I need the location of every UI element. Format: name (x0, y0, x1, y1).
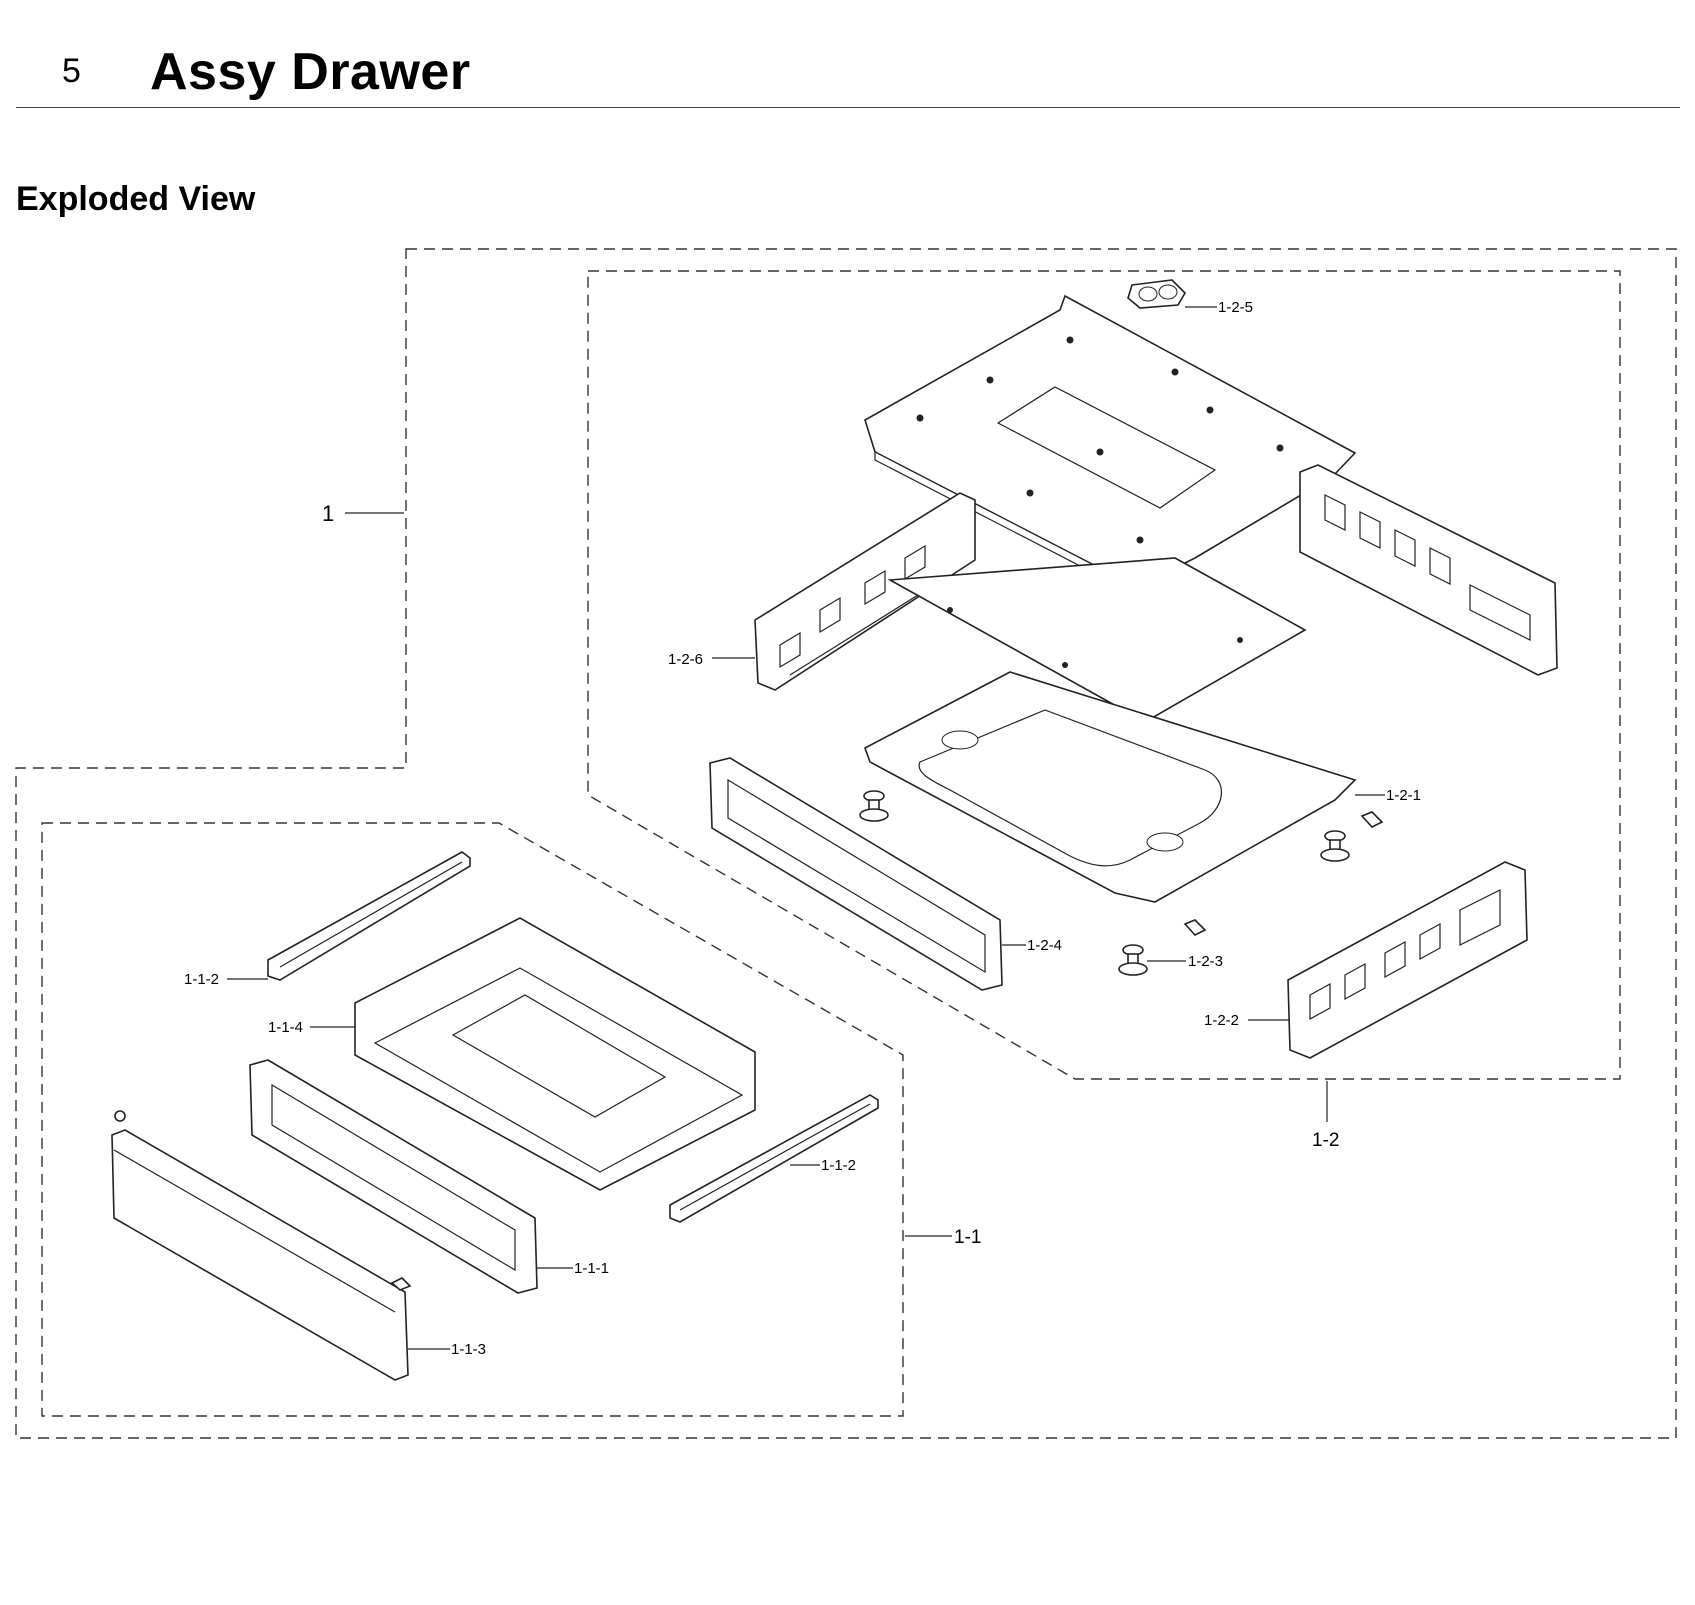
callout-1-2: 1-2 (1312, 1130, 1339, 1151)
section-title: Assy Drawer (150, 43, 471, 101)
part-right-side-panel (1299, 464, 1558, 676)
part-1-2-1-bottom-plate (864, 671, 1357, 903)
assembly-1-boundary (15, 248, 1677, 1439)
callout-1: 1 (322, 501, 334, 526)
part-screw-left (859, 790, 889, 822)
callout-1-2-4: 1-2-4 (1027, 937, 1062, 954)
callout-1-2-3: 1-2-3 (1188, 953, 1223, 970)
part-1-1-1-inner-front-frame (249, 1059, 538, 1294)
callout-1-1-3: 1-1-3 (451, 1341, 486, 1358)
part-1-2-3-screw (1118, 944, 1148, 976)
section-number: 5 (62, 52, 81, 90)
part-clip-right (1360, 811, 1384, 828)
part-screw-right (1320, 830, 1350, 862)
callout-1-1-2-upper: 1-1-2 (184, 971, 219, 988)
part-middle-plate (887, 557, 1307, 723)
exploded-view-heading: Exploded View (16, 180, 256, 218)
part-1-2-5-gasket (1127, 279, 1187, 309)
callout-1-2-1: 1-2-1 (1386, 787, 1421, 804)
callout-1-1: 1-1 (954, 1227, 981, 1248)
assembly-1-2-boundary (587, 270, 1621, 1080)
assembly-1-1-boundary (41, 822, 904, 1417)
part-1-1-3-drawer-front-panel (111, 1110, 412, 1381)
callout-1-2-2: 1-2-2 (1204, 1012, 1239, 1029)
callout-1-2-6: 1-2-6 (668, 651, 703, 668)
part-top-plate (864, 294, 1357, 589)
part-clip-center (1183, 919, 1207, 936)
part-1-1-2-slide-rail-upper (267, 851, 471, 981)
callout-1-1-4: 1-1-4 (268, 1019, 303, 1036)
callout-1-2-5: 1-2-5 (1218, 299, 1253, 316)
title-divider (16, 107, 1680, 108)
part-1-1-4-drawer-tub (354, 917, 756, 1191)
callout-1-1-2-lower: 1-1-2 (821, 1157, 856, 1174)
part-1-1-2-slide-rail-lower (669, 1094, 879, 1223)
part-1-2-4-front-frame (709, 757, 1003, 991)
callout-1-1-1: 1-1-1 (574, 1260, 609, 1277)
part-1-2-2-right-side-panel (1287, 861, 1528, 1059)
